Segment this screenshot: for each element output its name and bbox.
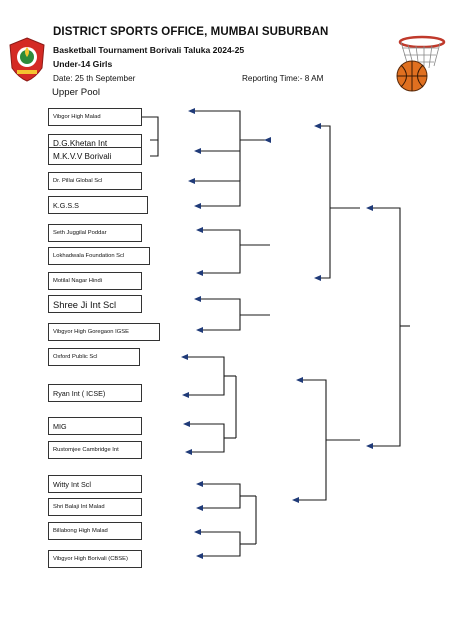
arrow-heads bbox=[181, 108, 373, 559]
arrow-left-icon bbox=[194, 529, 201, 535]
team-box: Oxford Public Scl bbox=[48, 348, 140, 366]
arrow-left-icon bbox=[296, 377, 303, 383]
team-box: Seth Juggilal Poddar bbox=[48, 224, 142, 242]
arrow-left-icon bbox=[188, 108, 195, 114]
arrow-left-icon bbox=[181, 354, 188, 360]
arrow-left-icon bbox=[264, 137, 271, 143]
team-box: Rustomjee Cambridge Int bbox=[48, 441, 142, 459]
basketball-hoop-icon bbox=[388, 32, 448, 96]
team-box: Motilal Nagar Hindi bbox=[48, 272, 142, 290]
team-box: Vibgyor High Goregaon IGSE bbox=[48, 323, 160, 341]
arrow-left-icon bbox=[188, 178, 195, 184]
arrow-left-icon bbox=[196, 553, 203, 559]
team-box: Vibgor High Malad bbox=[48, 108, 142, 126]
team-box: Vibgyor High Borivali (CBSE) bbox=[48, 550, 142, 568]
arrow-left-icon bbox=[366, 205, 373, 211]
date-label: Date: 25 th September bbox=[53, 74, 136, 83]
team-box: Shree Ji Int Scl bbox=[48, 295, 142, 313]
arrow-left-icon bbox=[194, 148, 201, 154]
arrow-left-icon bbox=[194, 296, 201, 302]
team-box: Dr. Pillai Global Scl bbox=[48, 172, 142, 190]
page-title: DISTRICT SPORTS OFFICE, MUMBAI SUBURBAN bbox=[53, 26, 329, 38]
arrow-left-icon bbox=[196, 505, 203, 511]
district-logo bbox=[8, 36, 46, 82]
arrow-left-icon bbox=[314, 275, 321, 281]
arrow-left-icon bbox=[292, 497, 299, 503]
arrow-left-icon bbox=[182, 392, 189, 398]
arrow-left-icon bbox=[194, 203, 201, 209]
arrow-left-icon bbox=[185, 449, 192, 455]
arrow-left-icon bbox=[196, 227, 203, 233]
team-box: Billabong High Malad bbox=[48, 522, 142, 540]
tournament-name: Basketball Tournament Borivali Taluka 20… bbox=[53, 45, 245, 55]
arrow-left-icon bbox=[366, 443, 373, 449]
arrow-left-icon bbox=[196, 481, 203, 487]
arrow-left-icon bbox=[314, 123, 321, 129]
arrow-left-icon bbox=[183, 421, 190, 427]
team-box: MIG bbox=[48, 417, 142, 435]
reporting-time: Reporting Time:- 8 AM bbox=[242, 74, 324, 83]
team-box: Ryan Int ( ICSE) bbox=[48, 384, 142, 402]
category-label: Under-14 Girls bbox=[53, 59, 113, 69]
team-box: Witty Int Scl bbox=[48, 475, 142, 493]
team-box: Lokhadwala Foundation Scl bbox=[48, 247, 150, 265]
pool-title: Upper Pool bbox=[52, 87, 100, 98]
team-box: M.K.V.V Borivali bbox=[48, 147, 142, 165]
emblem-icon bbox=[9, 37, 45, 82]
arrow-left-icon bbox=[196, 270, 203, 276]
team-box: Shri Balaji Int Malad bbox=[48, 498, 142, 516]
round-1-connectors bbox=[142, 110, 410, 557]
arrow-left-icon bbox=[196, 327, 203, 333]
team-box: K.G.S.S bbox=[48, 196, 148, 214]
